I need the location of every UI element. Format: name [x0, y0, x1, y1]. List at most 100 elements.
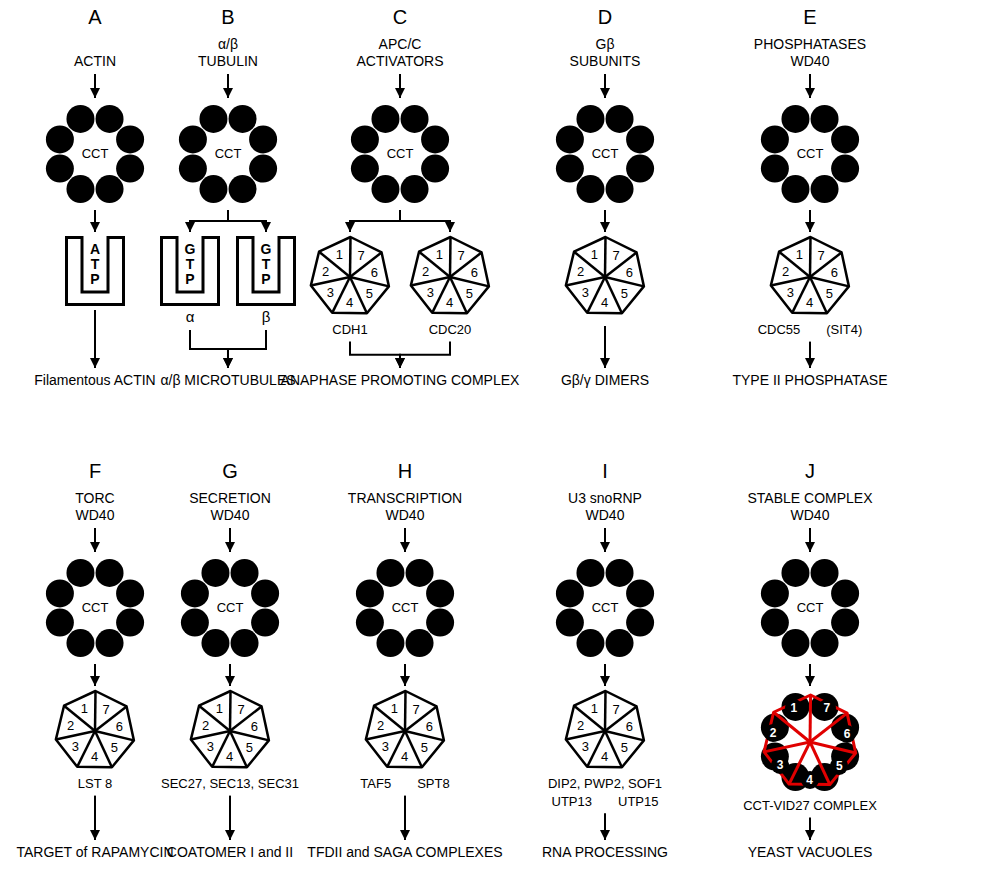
chaperonin-name: CCT [553, 102, 657, 206]
panel-letter: I [602, 460, 608, 483]
text-node: TORC WD40 [65, 490, 125, 524]
cct-subunit [66, 105, 94, 133]
blade-number: 4 [801, 771, 819, 789]
protein-name: UTP13 [552, 794, 592, 810]
blade-number: 6 [626, 265, 633, 278]
substrate-name: STABLE COMPLEX WD40 [735, 490, 885, 524]
text-node: COATOMER I and II [167, 844, 293, 861]
blade-divider [229, 691, 232, 731]
propeller-outline [311, 237, 389, 313]
panel-letter: G [222, 460, 238, 483]
wd40-propeller: 1234567TAF5SPT8 [335, 690, 475, 792]
cct-ring: CCT [553, 556, 657, 660]
text-node: ACTIN [74, 53, 116, 70]
blade-divider [764, 742, 810, 752]
blade-divider [450, 277, 489, 286]
arrow-connector [94, 210, 96, 232]
text-node: U3 snoRNP WD40 [555, 490, 655, 524]
blade-number: 5 [826, 286, 833, 299]
chaperonin-name: CCT [43, 556, 147, 660]
nucleotide-name: A T P [88, 242, 102, 287]
complex-name: CCT-VID27 COMPLEX [743, 798, 877, 814]
blade-divider [199, 706, 230, 731]
arrow-connector [94, 796, 96, 840]
blade-number: 1 [796, 248, 803, 261]
cct-ring: CCT [43, 556, 147, 660]
text-node: TRANSCRIPTION WD40 [340, 490, 470, 524]
cct-ring: CCT [758, 102, 862, 206]
blade-divider [374, 706, 405, 731]
cct-subunit [401, 175, 429, 203]
cct-subunit [831, 609, 859, 637]
arrow-connector [400, 210, 450, 232]
blade-number: 5 [621, 740, 628, 753]
wd40-propeller: 1234567 [555, 236, 655, 322]
cct-subunit [576, 629, 604, 657]
blade-number: 6 [838, 725, 856, 743]
cct-subunit [576, 559, 604, 587]
substrate-name: TORC WD40 [65, 490, 125, 524]
blade-number: 7 [613, 702, 620, 715]
blade-divider [191, 731, 230, 739]
blade-divider [574, 252, 605, 277]
cct-subunit [181, 579, 209, 607]
propeller-outline [566, 691, 644, 767]
blade-number: 6 [471, 265, 478, 278]
cct-subunit [201, 559, 229, 587]
arrow-connector [604, 664, 606, 686]
text-node: YEAST VACUOLES [748, 844, 873, 861]
blade-divider [574, 706, 605, 731]
text-node: SECRETION WD40 [180, 490, 280, 524]
cct-subunit [401, 105, 429, 133]
protein-name: CDH1 [332, 322, 367, 338]
cct-subunit [249, 155, 277, 183]
text-node: ANAPHASE PROMOTING COMPLEX [281, 372, 520, 389]
blade-number: 7 [358, 248, 365, 261]
arrow-connector [190, 210, 228, 232]
wd40-propeller: 1234567CDC20 [402, 236, 498, 338]
text-node: α/β MICROTUBULES [160, 372, 295, 389]
cct-subunit [606, 175, 634, 203]
protein-name: (SIT4) [826, 322, 862, 338]
cct-subunit [781, 629, 809, 657]
cct-subunit [351, 155, 379, 183]
blade-number: 1 [391, 702, 398, 715]
cct-subunit [376, 629, 404, 657]
wd40-propeller: 1234567CDH1 [302, 236, 398, 338]
arrow-connector [809, 74, 811, 98]
cct-subunit [626, 155, 654, 183]
cct-subunit [576, 105, 604, 133]
blade-number: 3 [382, 740, 389, 753]
blade-number: 2 [422, 265, 429, 278]
cct-subunit [606, 559, 634, 587]
cct-subunit [96, 629, 124, 657]
text-node: APC/C ACTIVATORS [345, 36, 455, 70]
propeller-outline [411, 237, 489, 313]
blade-number: 3 [207, 740, 214, 753]
arrow-connector [404, 664, 406, 686]
protein-name: UTP15 [618, 794, 658, 810]
arrow-connector [809, 818, 811, 840]
blade-divider [419, 252, 450, 277]
cct-subunit [421, 125, 449, 153]
cct-subunit [199, 175, 227, 203]
cct-subunit [371, 105, 399, 133]
cct-subunit [356, 609, 384, 637]
arrow-connector [604, 326, 606, 368]
cct-subunit [811, 559, 839, 587]
cct-subunit [811, 105, 839, 133]
blade-number: 2 [322, 265, 329, 278]
chaperonin-name: CCT [758, 102, 862, 206]
arrow-connector [400, 342, 450, 368]
cct-subunit [831, 155, 859, 183]
arrow-connector [404, 528, 406, 552]
pocket-outline [238, 238, 295, 305]
blade-number: 1 [591, 248, 598, 261]
subunit-name: α [160, 308, 220, 326]
protein-name: CDC20 [429, 322, 472, 338]
cct-subunit [426, 609, 454, 637]
chaperonin-name: CCT [553, 556, 657, 660]
chaperonin-name: CCT [176, 102, 280, 206]
arrow-connector [229, 796, 231, 840]
cct-subunit [556, 155, 584, 183]
